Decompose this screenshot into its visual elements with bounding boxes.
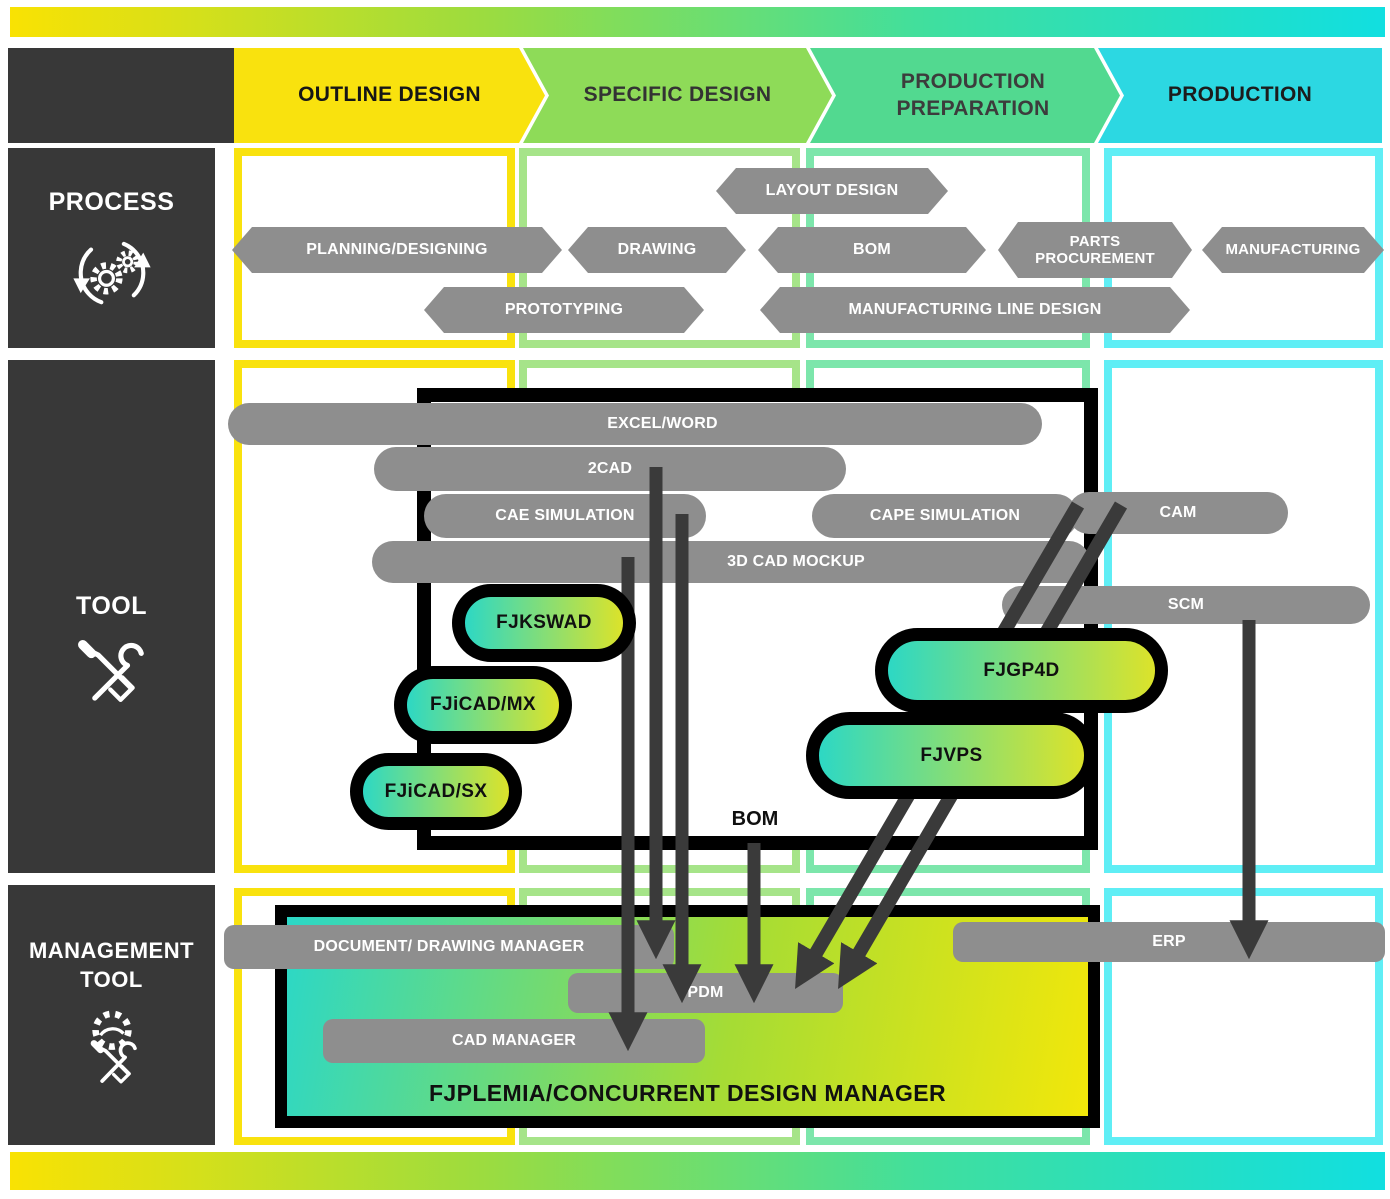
process-cycle-gears-icon [72, 238, 151, 306]
row-process-label: PROCESS [48, 188, 175, 216]
process-step-prototyping: PROTOTYPING [424, 287, 704, 333]
product-fjgp4d: FJGP4D [875, 628, 1168, 713]
mgmt-erp: ERP [953, 922, 1385, 962]
process-step-layout-design: LAYOUT DESIGN [716, 168, 948, 214]
gear-tools-icon [90, 1010, 137, 1084]
phase-production-preparation: PRODUCTION PREPARATION [810, 48, 1120, 143]
process-step-manufacturing-line-design: MANUFACTURING LINE DESIGN [760, 287, 1190, 333]
top-gradient-bar [10, 7, 1385, 37]
row-management-tool: MANAGEMENT TOOL [8, 885, 215, 1145]
tool-cape-simulation: CAPE SIMULATION [812, 494, 1078, 538]
mgmt-document-drawing-manager: DOCUMENT/ DRAWING MANAGER [224, 925, 674, 969]
process-step-manufacturing: MANUFACTURING [1202, 227, 1384, 273]
phase-label: OUTLINE DESIGN [298, 83, 481, 107]
tool-3d-cad-mockup: 3D CAD MOCKUP [372, 541, 1090, 583]
product-fjvps: FJVPS [806, 712, 1097, 799]
process-step-parts-procurement: PARTS PROCUREMENT [998, 222, 1192, 278]
tool-cae-simulation: CAE SIMULATION [424, 494, 706, 538]
process-step-bom: BOM [758, 227, 986, 273]
phase-label: SPECIFIC DESIGN [583, 83, 772, 107]
phase-specific-design: SPECIFIC DESIGN [523, 48, 832, 143]
bottom-gradient-bar [10, 1152, 1385, 1190]
process-step-planning-designing: PLANNING/DESIGNING [232, 227, 562, 273]
row-tool: TOOL [8, 360, 215, 873]
tool-excel-word: EXCEL/WORD [228, 403, 1042, 445]
product-fjkswad: FJKSWAD [452, 584, 636, 662]
tool-scm: SCM [1002, 586, 1370, 624]
product-fjicad-sx: FJiCAD/SX [350, 753, 522, 830]
phase-outline-design: OUTLINE DESIGN [234, 48, 545, 143]
tool-2cad: 2CAD [374, 447, 846, 491]
mgmt-pdm: PDM [568, 973, 843, 1013]
process-step-drawing: DRAWING [568, 227, 746, 273]
crossed-tools-icon [77, 639, 144, 702]
phase-label: PRODUCTION [1167, 83, 1313, 107]
phase-production: PRODUCTION [1098, 48, 1382, 143]
row-tool-label: TOOL [76, 592, 147, 620]
bom-arrow-label: BOM [731, 807, 779, 830]
mgmt-cad-manager: CAD MANAGER [323, 1019, 705, 1063]
product-fjicad-mx: FJiCAD/MX [394, 666, 572, 744]
fjplemia-platform-label: FJPLEMIA/CONCURRENT DESIGN MANAGER [428, 1079, 947, 1106]
header-spacer-chevron [8, 48, 260, 143]
phase-label: PRODUCTION PREPARATION [896, 70, 1050, 120]
row-management-tool-label: MANAGEMENT TOOL [28, 938, 195, 992]
row-process: PROCESS [8, 148, 215, 348]
tool-cam: CAM [1068, 492, 1288, 534]
